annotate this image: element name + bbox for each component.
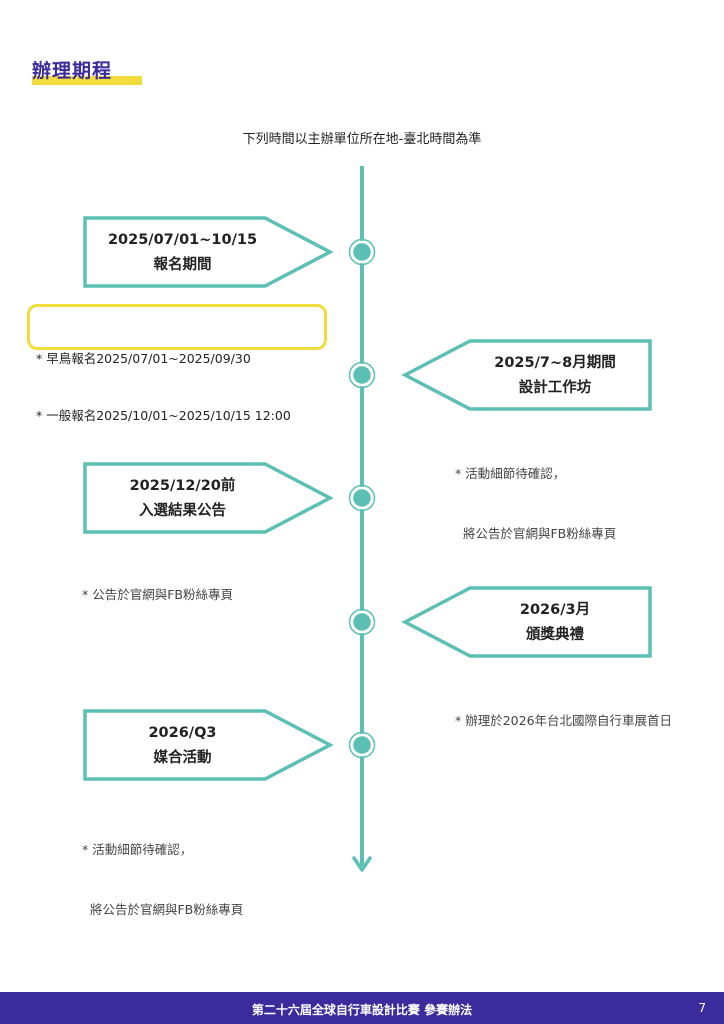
event-registration-text: 2025/07/01~10/15 報名期間 <box>95 228 270 278</box>
event-date: 2026/Q3 <box>148 725 217 741</box>
note-line: * 一般報名2025/10/01~2025/10/15 12:00 <box>36 408 291 423</box>
event-box-results <box>83 462 334 534</box>
awards-note: * 辦理於2026年台北國際自行車展首日 <box>455 671 672 751</box>
event-date: 2026/3月 <box>519 602 591 618</box>
footer-title: 第二十六屆全球自行車設計比賽 參賽辦法 <box>251 1003 473 1017</box>
event-box-registration <box>83 216 334 288</box>
event-date: 2025/07/01~10/15 <box>107 232 258 248</box>
note-line: 將公告於官網與FB粉絲專頁 <box>82 902 244 917</box>
note-line: * 活動細節待確認， <box>455 466 566 481</box>
note-line: * 公告於官網與FB粉絲專頁 <box>82 587 233 602</box>
event-box-awards <box>401 586 652 658</box>
note-line: * 早鳥報名2025/07/01~2025/09/30 <box>36 351 251 366</box>
results-note: * 公告於官網與FB粉絲專頁 <box>82 545 233 625</box>
timeline-node <box>350 610 374 634</box>
timeline-arrowhead <box>352 856 372 872</box>
event-name: 設計工作坊 <box>518 380 592 396</box>
event-box-workshop <box>401 339 652 411</box>
event-name: 入選結果公告 <box>139 503 226 519</box>
page-title: 辦理期程 <box>32 60 113 82</box>
timeline-node <box>350 240 374 264</box>
note-line: 將公告於官網與FB粉絲專頁 <box>455 526 617 541</box>
note-line: * 活動細節待確認， <box>82 842 193 857</box>
timezone-note: 下列時間以主辦單位所在地-臺北時間為準 <box>242 132 482 147</box>
event-name: 媒合活動 <box>153 750 212 766</box>
note-line: * 辦理於2026年台北國際自行車展首日 <box>455 713 673 728</box>
early-bird-note-box: * 早鳥報名2025/07/01~2025/09/30 * 一般報名2025/1… <box>27 304 327 423</box>
event-date: 2025/12/20前 <box>129 478 236 494</box>
workshop-note: * 活動細節待確認， 將公告於官網與FB粉絲專頁 <box>455 424 616 564</box>
title-highlight <box>32 76 142 85</box>
page-number: 7 <box>698 1001 706 1015</box>
timeline-node <box>350 363 374 387</box>
event-date: 2025/7~8月期間 <box>494 355 616 371</box>
page-footer: 第二十六屆全球自行車設計比賽 參賽辦法 7 <box>0 992 724 1024</box>
event-results-text: 2025/12/20前 入選結果公告 <box>95 474 270 524</box>
timeline-node <box>350 733 374 757</box>
event-name: 頒獎典禮 <box>526 627 584 643</box>
event-matching-text: 2026/Q3 媒合活動 <box>95 721 270 771</box>
event-box-matching <box>83 709 334 781</box>
event-name: 報名期間 <box>153 257 212 273</box>
event-awards-text: 2026/3月 頒獎典禮 <box>470 598 640 648</box>
matching-note: * 活動細節待確認， 將公告於官網與FB粉絲專頁 <box>82 800 243 940</box>
event-workshop-text: 2025/7~8月期間 設計工作坊 <box>470 351 640 401</box>
section-title: 辦理期程 <box>32 56 142 85</box>
timeline-node <box>350 486 374 510</box>
